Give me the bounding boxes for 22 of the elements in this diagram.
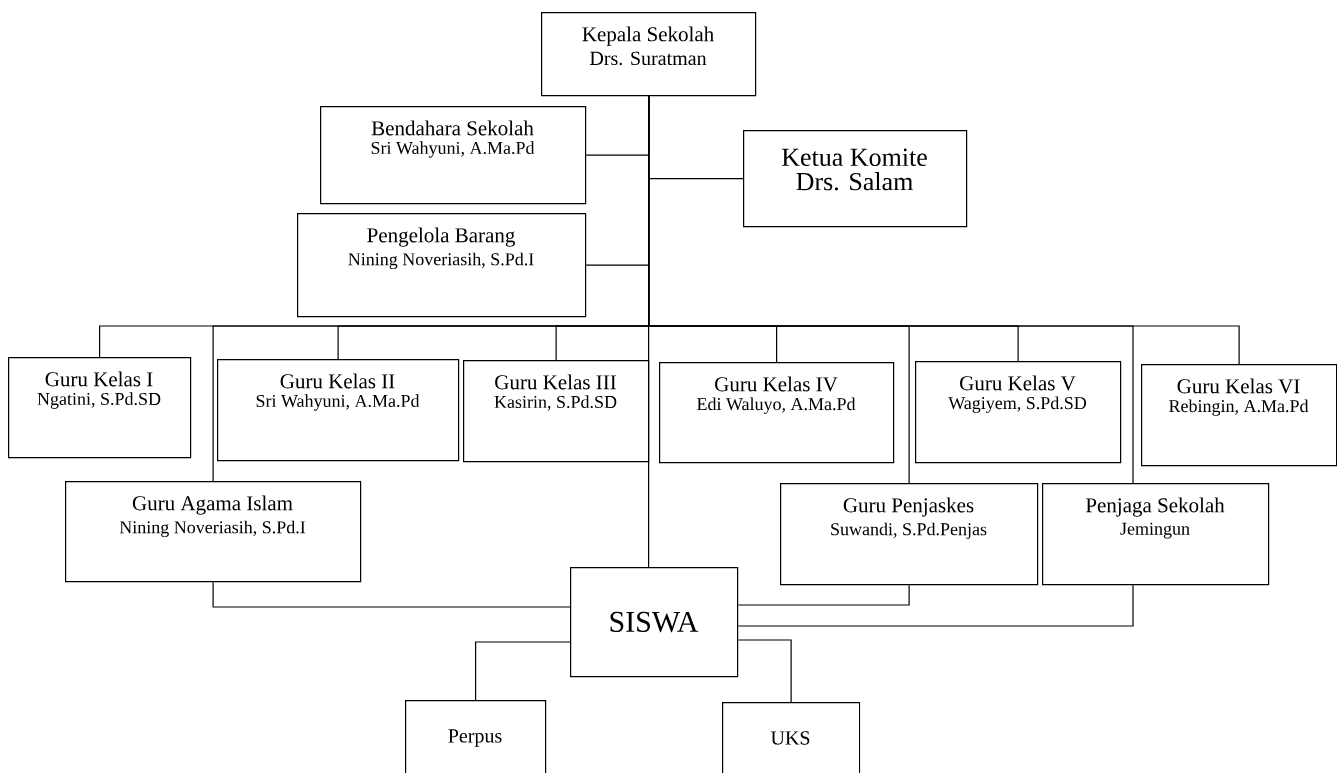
org-box: SISWA — [570, 567, 739, 678]
org-box: Guru Kelas IV Edi Waluyo, A.Ma.Pd — [659, 362, 895, 464]
org-box: Penjaga Sekolah Jemingun — [1042, 483, 1270, 586]
org-box: Pengelola Barang Nining Noveriasih, S.Pd.I — [297, 213, 587, 318]
connector-line — [212, 581, 571, 608]
connector-line — [737, 584, 910, 606]
org-box: Guru Kelas VI Rebingin, A.Ma.Pd — [1141, 364, 1337, 467]
org-box: Guru Kelas I Ngatini, S.Pd.SD — [8, 357, 192, 459]
connector-line — [737, 639, 792, 703]
org-box: Guru Kelas II Sri Wahyuni, A.Ma.Pd — [217, 359, 460, 462]
connector-line — [648, 95, 650, 568]
org-box: Guru Agama Islam Nining Noveriasih, S.Pd.I — [65, 481, 362, 583]
org-box: Guru Penjaskes Suwandi, S.Pd.Penjas — [780, 483, 1039, 586]
org-box: Perpus — [405, 700, 547, 773]
org-box: Bendahara Sekolah Sri Wahyuni, A.Ma.Pd — [320, 106, 587, 205]
org-box: Ketua Komite Drs. Salam — [743, 130, 968, 228]
org-box: Guru Kelas V Wagiyem, S.Pd.SD — [915, 361, 1122, 464]
connector-line — [475, 641, 571, 701]
org-box: Guru Kelas III Kasirin, S.Pd.SD — [463, 360, 650, 463]
org-box: Kepala Sekolah Drs. Suratman — [541, 12, 757, 97]
org-box: UKS — [722, 702, 861, 773]
connector-line — [737, 584, 1134, 627]
